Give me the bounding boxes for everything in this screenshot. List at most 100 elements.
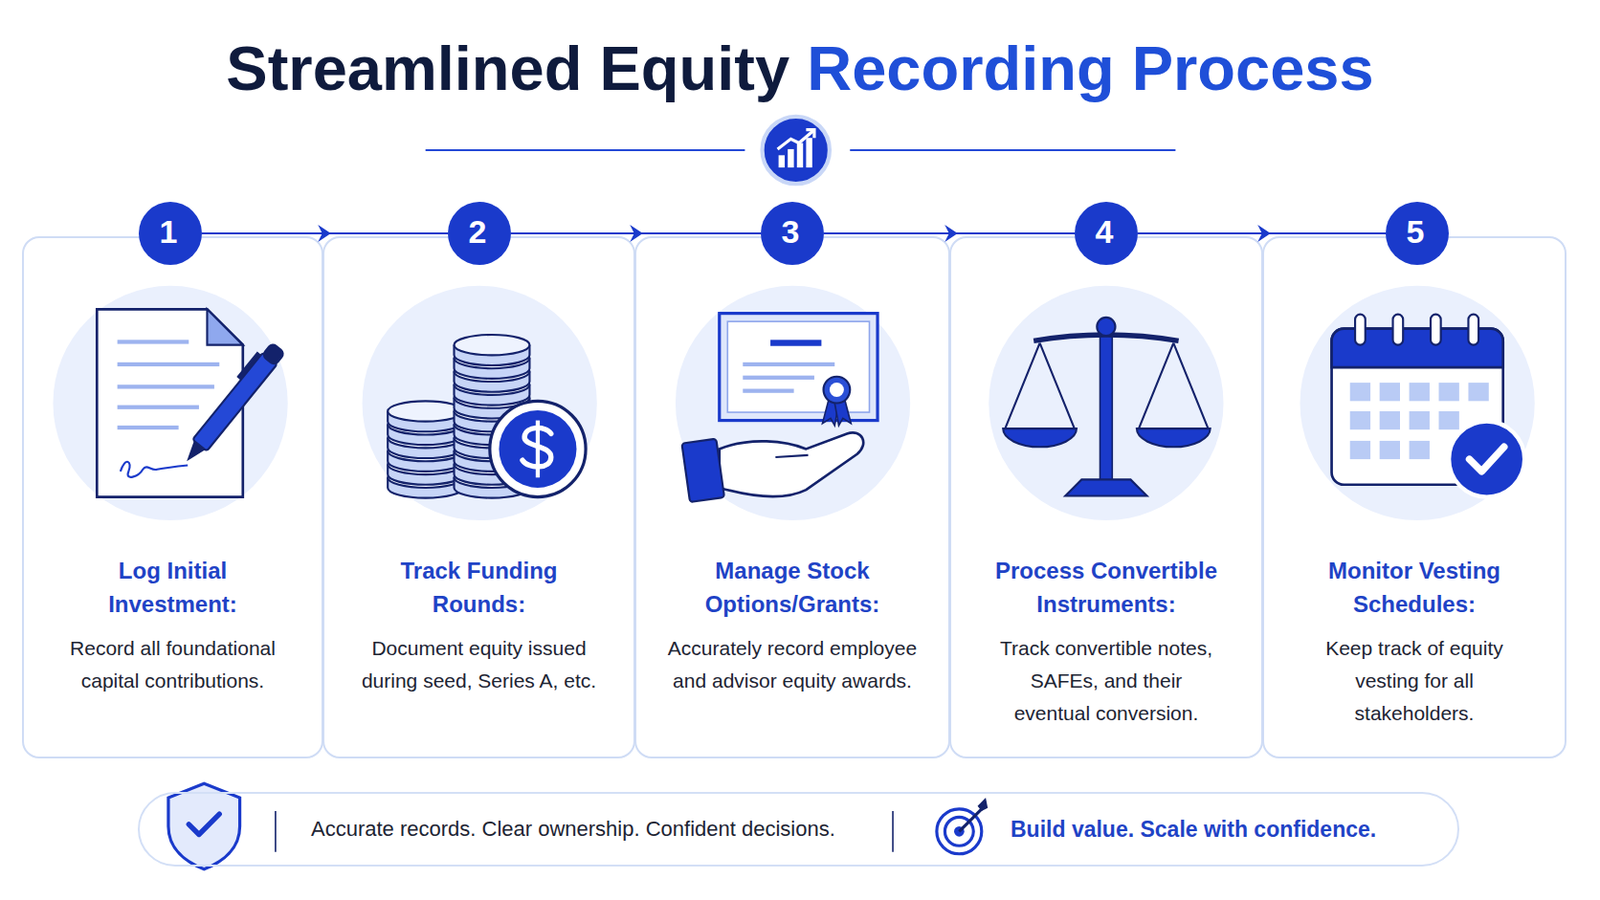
- certificate-hand-icon-part: [719, 432, 864, 497]
- calendar-icon-part: [1350, 382, 1371, 401]
- shield-icon-part: [188, 814, 220, 835]
- step-description: Track convertible notes, SAFEs, and thei…: [995, 632, 1218, 731]
- icon-backdrops-part: [52, 286, 288, 521]
- shield-icon: [168, 783, 241, 870]
- calendar-icon-part: [1439, 382, 1460, 401]
- coin-stack-icon-part: [489, 400, 586, 497]
- document-pen-icon-part: [117, 405, 200, 410]
- icon-backdrops-part: [1300, 286, 1535, 521]
- step-description: Accurately record employee and advisor e…: [658, 632, 927, 698]
- step-number-text: 2: [447, 201, 508, 262]
- calendar-icon-part: [1355, 314, 1366, 346]
- step-number: 1: [138, 201, 202, 266]
- icon-backdrops-part: [362, 286, 598, 521]
- step-heading: Manage Stock Options/Grants:: [673, 554, 912, 622]
- document-pen-icon-part-part: [236, 352, 262, 381]
- step-description: Record all foundational capital contribu…: [48, 632, 298, 698]
- title-divider-part: [805, 130, 815, 139]
- step-number-text: 5: [1385, 201, 1445, 262]
- step-number: 5: [1385, 201, 1449, 266]
- title-divider-part: [805, 137, 812, 168]
- step-connector: [201, 232, 448, 235]
- step-number-text: 4: [1074, 201, 1134, 262]
- step-number-text: 3: [760, 201, 821, 262]
- certificate-hand-icon-part: [823, 377, 851, 404]
- step-description: Keep track of equity vesting for all sta…: [1313, 632, 1515, 731]
- title: Streamlined Equity Recording Process: [0, 37, 1600, 100]
- certificate-hand-icon: [681, 313, 878, 503]
- document-pen-icon-part: [176, 338, 288, 468]
- certificate-hand-icon-part: [719, 313, 878, 422]
- step-card: Manage Stock Options/Grants: Accurately r…: [634, 236, 951, 759]
- scales-icon: [1002, 317, 1210, 497]
- calendar-icon-part: [1467, 314, 1479, 346]
- scales-icon-part: [1096, 317, 1115, 336]
- calendar-icon-part: [1409, 382, 1430, 401]
- certificate-hand-icon-part: [727, 321, 869, 413]
- title-word: Process: [1132, 33, 1375, 104]
- step-description: Document equity issued during seed, Seri…: [352, 632, 606, 698]
- title-divider-part: [778, 155, 785, 168]
- icon-backdrops-part: [988, 286, 1223, 521]
- calendar-icon-part: [1430, 314, 1442, 346]
- step-connector: [511, 232, 761, 235]
- shield-icon-part: [168, 783, 241, 870]
- document-pen-icon-part: [120, 462, 188, 478]
- target-icon-part: [958, 809, 981, 832]
- certificate-hand-icon-part: [742, 389, 794, 394]
- step-number: 3: [760, 201, 824, 266]
- step-connector: [823, 232, 1075, 235]
- document-pen-icon-part: [117, 384, 215, 389]
- coin-stack-icon-part: [454, 334, 531, 366]
- certificate-hand-icon-part: [775, 455, 808, 458]
- document-pen-icon-part: [117, 425, 179, 430]
- title-divider-part: [762, 116, 830, 184]
- scales-icon-part: [1002, 428, 1077, 447]
- band-text: Build value. Scale with confidence.: [1010, 794, 1377, 866]
- icon-backdrops-part: [675, 286, 911, 521]
- calendar-icon: [1332, 314, 1526, 498]
- document-pen-icon-part: [117, 362, 221, 367]
- title-word: Recording: [806, 33, 1132, 104]
- title-divider-part: [787, 149, 794, 168]
- calendar-icon-part: [1379, 411, 1400, 430]
- calendar-icon-part: [1350, 411, 1371, 430]
- title-divider-part: [849, 149, 1176, 152]
- step-heading: Process Convertible Instruments:: [987, 554, 1225, 622]
- coin-stack-icon-part: [535, 421, 540, 479]
- certificate-hand-icon-part: [742, 376, 815, 380]
- coin-stack-icon: [387, 334, 586, 499]
- calendar-icon-part: [1379, 441, 1400, 460]
- icon-backdrops: [52, 286, 1534, 521]
- calendar-icon-part: [1409, 411, 1430, 430]
- title-divider: [425, 116, 1177, 184]
- step-number-text: 1: [138, 201, 199, 262]
- title-divider-part: [797, 143, 803, 169]
- title-word: Equity: [600, 33, 808, 104]
- summary-band: Accurate records. Clear ownership. Confi…: [137, 792, 1460, 867]
- certificate-hand-icon-part: [770, 339, 822, 346]
- document-pen-icon-part-part: [192, 352, 278, 451]
- scales-icon-part: [1100, 329, 1113, 483]
- calendar-icon-part: [1469, 446, 1505, 472]
- calendar-icon-part: [1393, 314, 1404, 346]
- title-divider-part: [425, 149, 746, 152]
- coin-stack-icon-part: [387, 400, 464, 432]
- scales-icon-part: [1065, 479, 1147, 496]
- step-card: Track Funding Rounds:Document equity iss…: [322, 236, 636, 759]
- scales-icon-part: [1004, 343, 1075, 430]
- step-number: 2: [447, 201, 512, 266]
- step-heading: Monitor Vesting Schedules:: [1295, 554, 1534, 622]
- coin-stack-icon-part: [498, 410, 577, 489]
- calendar-icon-part: [1379, 382, 1400, 401]
- step-number: 4: [1074, 201, 1138, 266]
- scales-icon-part: [1136, 428, 1211, 447]
- title-divider-part: [777, 131, 814, 150]
- step-card: Process Convertible Instruments: Track co…: [949, 236, 1264, 759]
- step-connector: [1137, 232, 1386, 235]
- title-word: Streamlined: [225, 33, 600, 104]
- certificate-hand-icon-part: [829, 382, 845, 398]
